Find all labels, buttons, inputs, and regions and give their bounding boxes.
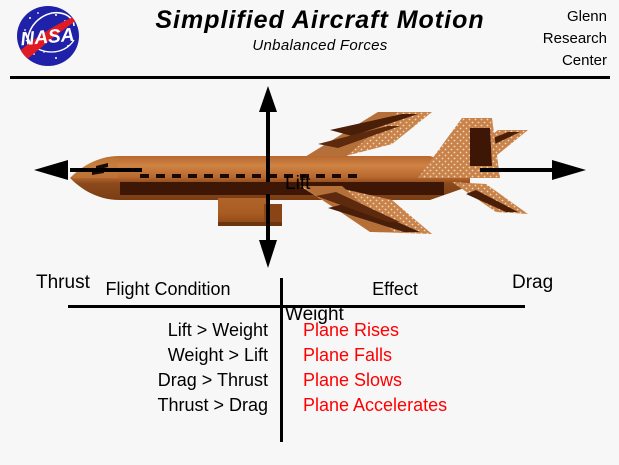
table-header-divider <box>68 305 525 308</box>
thrust-label: Thrust <box>36 272 90 293</box>
engine-nacelle <box>218 198 282 226</box>
table-row: Lift > Weight <box>167 320 268 340</box>
lift-arrow <box>259 86 277 182</box>
table-row: Thrust > Drag <box>157 395 268 415</box>
page-header: NASA Simplified Aircraft Motion Unbalanc… <box>0 0 619 79</box>
center-name: Glenn Research Center <box>515 6 607 71</box>
wing-upper <box>300 112 432 160</box>
thrust-arrow <box>34 160 142 180</box>
wing-lower <box>300 186 432 234</box>
nasa-logo: NASA <box>8 4 92 68</box>
weight-arrow <box>259 194 277 268</box>
table-row: Plane Slows <box>303 370 403 390</box>
drag-label: Drag <box>512 272 554 293</box>
lift-label: Lift <box>285 173 311 194</box>
table-row: Plane Falls <box>303 345 393 365</box>
table-column-divider <box>280 278 283 442</box>
flight-condition-table: Flight Condition Effect Lift > Weight We… <box>0 276 619 456</box>
table-row: Weight > Lift <box>167 345 268 365</box>
svg-text:NASA: NASA <box>20 25 75 51</box>
page-title: Simplified Aircraft Motion <box>155 6 485 34</box>
column-header-effect: Effect <box>372 279 418 299</box>
page-subtitle: Unbalanced Forces <box>252 36 388 54</box>
table-row: Plane Rises <box>303 320 400 340</box>
aircraft-force-diagram: Lift Weight Thrust Drag <box>0 82 619 325</box>
title-block: Simplified Aircraft Motion Unbalanced Fo… <box>120 6 520 54</box>
column-header-flight-condition: Flight Condition <box>105 279 231 299</box>
table-row: Drag > Thrust <box>157 370 268 390</box>
stabilizer-lower <box>452 182 528 214</box>
center-name-line-2: Research <box>542 29 607 47</box>
drag-arrow <box>480 160 586 180</box>
header-divider <box>10 76 610 79</box>
aircraft-illustration <box>34 86 586 268</box>
condition-column: Lift > Weight Weight > Lift Drag > Thrus… <box>60 318 268 418</box>
effect-column: Plane Rises Plane Falls Plane Slows Plan… <box>303 318 593 418</box>
table-row: Plane Accelerates <box>303 395 448 415</box>
center-name-line-3: Center <box>561 51 607 69</box>
vertical-stabilizer <box>418 118 500 178</box>
weight-label: Weight <box>285 304 344 325</box>
center-name-line-1: Glenn <box>566 8 607 25</box>
